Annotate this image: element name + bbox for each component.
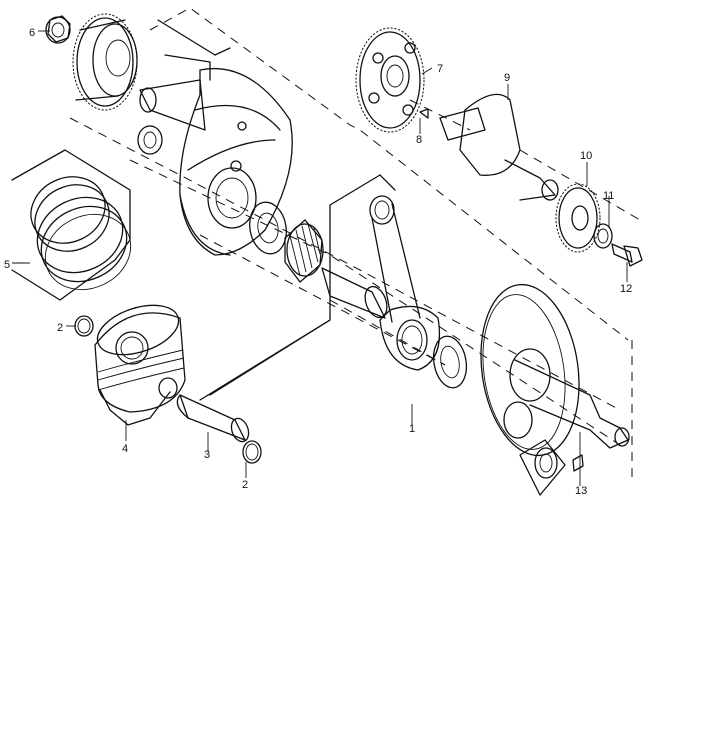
bolt-washer — [593, 223, 613, 249]
balancer-shaft — [439, 93, 559, 201]
woodruff-key — [572, 454, 584, 472]
gear-key — [419, 108, 429, 119]
sprocket-bolt — [611, 243, 643, 267]
crank-pin — [321, 267, 388, 319]
leader-lines — [12, 30, 628, 486]
thrust-washer-right — [432, 335, 468, 389]
nut — [45, 15, 71, 44]
connecting-rod — [369, 195, 441, 371]
piston-pin — [176, 394, 250, 443]
camshaft-gear — [355, 27, 425, 133]
timing-sprocket — [555, 183, 601, 253]
callout-11: 11 — [603, 190, 614, 202]
piston — [94, 304, 186, 426]
thrust-washer-left — [137, 125, 163, 155]
oil-seal — [519, 439, 566, 496]
callout-10: 10 — [580, 150, 592, 162]
callout-2-lower: 2 — [242, 479, 248, 491]
callout-13: 13 — [575, 485, 587, 497]
assembly-guide-lines — [69, 7, 641, 480]
callout-2-upper: 2 — [57, 322, 63, 334]
circlip-right — [242, 440, 262, 464]
callout-4: 4 — [122, 443, 128, 455]
callout-12: 12 — [620, 283, 632, 295]
circlip-left — [74, 315, 94, 337]
callout-numbers: 1 2 2 3 4 5 6 7 8 9 10 11 12 13 — [4, 27, 632, 497]
callout-8: 8 — [416, 134, 422, 146]
piston-rings — [11, 149, 132, 301]
left-crankshaft-half — [139, 54, 293, 256]
callout-9: 9 — [504, 72, 510, 84]
primary-drive-gear — [72, 13, 138, 111]
needle-bearing — [284, 219, 324, 283]
callout-5: 5 — [4, 259, 10, 271]
callout-6: 6 — [29, 27, 35, 39]
callout-1: 1 — [409, 423, 415, 435]
thrust-washer — [249, 201, 287, 255]
callout-3: 3 — [204, 449, 210, 461]
callout-7: 7 — [437, 63, 443, 75]
right-crankshaft-half — [480, 283, 630, 457]
